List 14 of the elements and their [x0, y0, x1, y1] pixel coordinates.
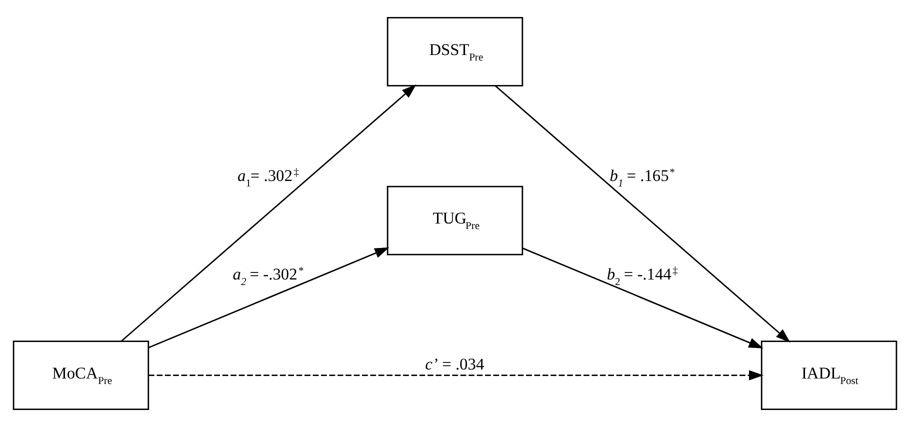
edge-label: a$_{1}$= .302$^{‡}$	[238, 166, 300, 190]
node-box: TUG$_{Pre}$	[386, 186, 524, 256]
edge-label: a$_{2}$ = -.302$^{*}$	[232, 264, 304, 288]
arrow	[148, 247, 390, 348]
edge-label: b$_{1}$ = .165$^{*}$	[610, 166, 675, 190]
node-box: DSST$_{Pre}$	[386, 16, 524, 86]
node-box: IADL$_{Post}$	[760, 340, 898, 410]
node-box: MoCA$_{Pre}$	[12, 340, 150, 410]
arrow	[148, 370, 764, 380]
edge-label: c’ = .034	[425, 354, 484, 374]
arrow	[522, 248, 764, 348]
arrow	[120, 84, 416, 342]
edge-label: b$_{2}$ = -.144$^{‡}$	[606, 264, 678, 288]
arrow	[494, 85, 790, 343]
